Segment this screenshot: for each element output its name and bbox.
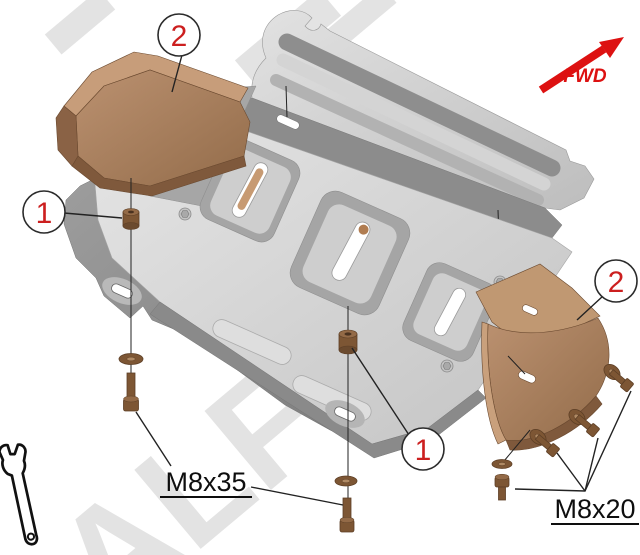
- callout-circle: [401, 427, 445, 471]
- channel-trough: [278, 33, 561, 177]
- bolt-m8x20: [574, 414, 600, 438]
- right-bracket-left-edge: [481, 321, 507, 445]
- callout-number: 1: [36, 197, 53, 230]
- fwd-arrow-head: [599, 37, 624, 58]
- bolt-m8x35: [123, 372, 139, 412]
- callout-circle: [594, 259, 638, 303]
- leader-lines: [63, 54, 632, 506]
- stiffening-bead: [212, 319, 292, 365]
- bolt-spec-m8x35: M8x35: [160, 467, 252, 498]
- washer: [334, 475, 358, 487]
- channel-front-wall: [270, 74, 544, 206]
- panel-slot: [433, 287, 467, 337]
- callout-number: 2: [608, 266, 625, 299]
- rear-channel: [251, 10, 595, 211]
- channel-floor: [276, 53, 551, 191]
- bolt-spec-m8x20: M8x20: [551, 494, 639, 525]
- wrench-hole: [26, 532, 36, 541]
- left-bracket: [55, 51, 251, 197]
- fwd-label: FWD: [563, 66, 607, 87]
- callout-1-center: 1: [401, 427, 445, 471]
- bolt-axis-line: [507, 355, 526, 375]
- leader-line: [63, 212, 123, 219]
- right-bracket: [475, 263, 610, 462]
- bracket-edge-through-slot: [237, 168, 264, 210]
- left-bracket-bottom-edge: [71, 155, 247, 197]
- callout-circle: [22, 190, 66, 234]
- right-bracket-face: [487, 317, 610, 441]
- flange-slot-hole: [276, 114, 300, 130]
- bolt-axis-line: [285, 85, 288, 118]
- bolt-spec-label: M8x35: [165, 467, 246, 497]
- bolt-spec-label: M8x20: [554, 494, 635, 524]
- bolt-m8x20: [494, 473, 510, 501]
- callout-1-left: 1: [22, 190, 66, 234]
- bolt-m8x20: [608, 369, 634, 393]
- watermark-band: [327, 0, 397, 48]
- hex-screw: [442, 362, 452, 370]
- leader-line: [576, 295, 604, 321]
- callout-circle: [157, 13, 201, 57]
- leader-line: [351, 347, 410, 436]
- washer: [118, 353, 144, 365]
- wrench-outline: [0, 443, 39, 546]
- recessed-panel: [402, 262, 498, 362]
- watermark-band: [44, 0, 116, 55]
- left-bracket-side: [55, 105, 79, 167]
- m8x35-hardware: [118, 353, 358, 533]
- bolt-m8x35: [339, 497, 355, 533]
- leader-line: [556, 452, 586, 492]
- bolt-axis-line: [503, 429, 531, 462]
- washer: [491, 459, 513, 469]
- callout-number: 1: [415, 434, 432, 467]
- apron-mount-hole: [334, 406, 356, 422]
- m8x20-hardware: [491, 363, 634, 501]
- recessed-panel: [289, 190, 411, 316]
- callout-2-right: 2: [594, 259, 638, 303]
- spacer-through-slot: [358, 224, 369, 235]
- right-bracket-hole: [518, 370, 536, 384]
- fwd-arrow-shaft: [538, 45, 607, 94]
- hex-screw: [180, 210, 190, 218]
- center-spacer: [338, 329, 358, 355]
- leader-line: [250, 486, 344, 506]
- leader-line: [171, 54, 183, 93]
- wrench-icon: [0, 443, 39, 546]
- panel-slot: [331, 221, 371, 281]
- wing-mount-hole: [111, 283, 133, 299]
- callout-number: 2: [171, 20, 188, 53]
- fwd-arrow-icon: FWD: [538, 37, 624, 94]
- callout-2-top-left: 2: [157, 13, 201, 57]
- left-spacer: [122, 208, 140, 230]
- leader-line: [135, 411, 172, 467]
- leader-line: [584, 437, 599, 492]
- right-bracket-hole: [522, 304, 538, 316]
- recessed-panel: [199, 137, 301, 243]
- bolt-m8x20: [534, 434, 560, 458]
